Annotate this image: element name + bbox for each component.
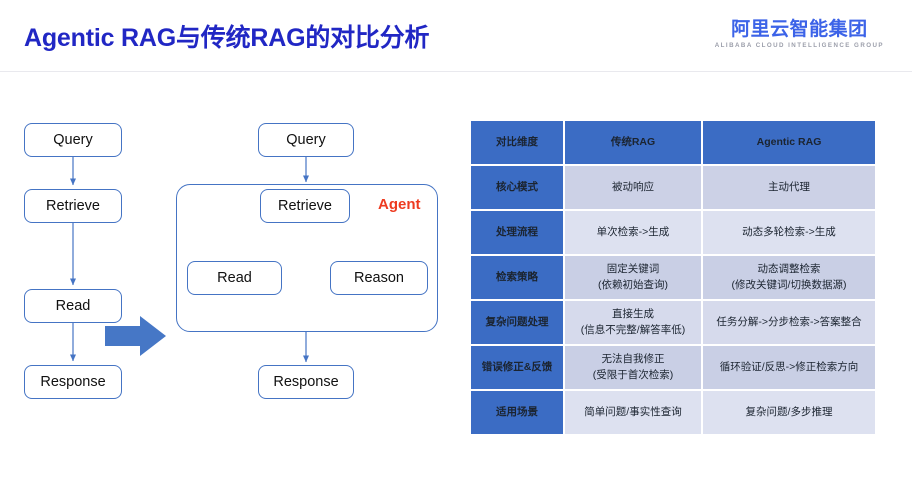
node-label: Retrieve	[278, 198, 332, 214]
cell-line: (修改关键词/切换数据源)	[731, 278, 847, 291]
cell-line: 被动响应	[612, 180, 654, 193]
agent-container	[176, 184, 438, 332]
node-agentic-retrieve[interactable]: Retrieve	[260, 189, 350, 223]
table-row: 复杂问题处理 直接生成 (信息不完整/解答率低) 任务分解->分步检索->答案整合	[471, 301, 875, 344]
page-title: Agentic RAG与传统RAG的对比分析	[24, 24, 430, 52]
flowchart-diagram: Query Retrieve Read Response Query Agent…	[0, 86, 460, 446]
node-traditional-response[interactable]: Response	[24, 365, 122, 399]
table-agentic-cell: 复杂问题/多步推理	[703, 391, 875, 434]
table-traditional-cell: 直接生成 (信息不完整/解答率低)	[565, 301, 701, 344]
table-dimension-cell: 检索策略	[471, 256, 563, 299]
cell-line: 复杂问题/多步推理	[745, 405, 833, 418]
table-dimension-cell: 适用场景	[471, 391, 563, 434]
table-header-cell: 对比维度	[471, 121, 563, 164]
table-agentic-cell: 循环验证/反思->修正检索方向	[703, 346, 875, 389]
table-row: 处理流程 单次检索->生成 动态多轮检索->生成	[471, 211, 875, 254]
table-header-cell: 传统RAG	[565, 121, 701, 164]
table-agentic-cell: 主动代理	[703, 166, 875, 209]
table-traditional-cell: 单次检索->生成	[565, 211, 701, 254]
node-traditional-query[interactable]: Query	[24, 123, 122, 157]
cell-line: (受限于首次检索)	[592, 368, 674, 381]
agent-label: Agent	[378, 196, 421, 213]
cell-line: (信息不完整/解答率低)	[580, 323, 686, 336]
node-traditional-retrieve[interactable]: Retrieve	[24, 189, 122, 223]
node-traditional-read[interactable]: Read	[24, 289, 122, 323]
cell-line: 固定关键词	[606, 263, 660, 276]
node-label: Reason	[354, 270, 404, 286]
table-traditional-cell: 固定关键词 (依赖初始查询)	[565, 256, 701, 299]
node-agentic-response[interactable]: Response	[258, 365, 354, 399]
table-dimension-cell: 处理流程	[471, 211, 563, 254]
alibaba-cloud-logo: 阿里云智能集团 ALIBABA CLOUD INTELLIGENCE GROUP	[715, 20, 884, 49]
table-row: 核心模式 被动响应 主动代理	[471, 166, 875, 209]
cell-line: 主动代理	[768, 180, 810, 193]
table-agentic-cell: 动态多轮检索->生成	[703, 211, 875, 254]
table-agentic-cell: 动态调整检索 (修改关键词/切换数据源)	[703, 256, 875, 299]
node-agentic-read[interactable]: Read	[187, 261, 282, 295]
table-row: 错误修正&反馈 无法自我修正 (受限于首次检索) 循环验证/反思->修正检索方向	[471, 346, 875, 389]
page-header: Agentic RAG与传统RAG的对比分析 阿里云智能集团 ALIBABA C…	[0, 0, 912, 72]
cell-line: (依赖初始查询)	[598, 278, 668, 291]
cell-line: 动态多轮检索->生成	[742, 225, 836, 238]
table-header-cell: Agentic RAG	[703, 121, 875, 164]
node-label: Read	[217, 270, 252, 286]
table-agentic-cell: 任务分解->分步检索->答案整合	[703, 301, 875, 344]
table-dimension-cell: 错误修正&反馈	[471, 346, 563, 389]
node-label: Query	[286, 132, 326, 148]
node-agentic-reason[interactable]: Reason	[330, 261, 428, 295]
logo-chinese-text: 阿里云智能集团	[731, 19, 868, 40]
cell-line: 简单问题/事实性查询	[584, 405, 682, 418]
node-label: Retrieve	[46, 198, 100, 214]
cell-line: 直接生成	[612, 308, 654, 321]
node-label: Response	[273, 374, 339, 390]
header-divider	[0, 71, 912, 72]
table-row: 检索策略 固定关键词 (依赖初始查询) 动态调整检索 (修改关键词/切换数据源)	[471, 256, 875, 299]
cell-line: 动态调整检索	[757, 263, 821, 276]
table-traditional-cell: 被动响应	[565, 166, 701, 209]
table-dimension-cell: 复杂问题处理	[471, 301, 563, 344]
node-agentic-query[interactable]: Query	[258, 123, 354, 157]
table-traditional-cell: 无法自我修正 (受限于首次检索)	[565, 346, 701, 389]
cell-line: 任务分解->分步检索->答案整合	[716, 315, 862, 328]
table-row: 适用场景 简单问题/事实性查询 复杂问题/多步推理	[471, 391, 875, 434]
node-label: Query	[53, 132, 93, 148]
cell-line: 循环验证/反思->修正检索方向	[719, 360, 859, 373]
node-label: Read	[55, 298, 91, 314]
node-label: Response	[40, 374, 106, 390]
cell-line: 无法自我修正	[601, 353, 665, 366]
table-traditional-cell: 简单问题/事实性查询	[565, 391, 701, 434]
logo-english-text: ALIBABA CLOUD INTELLIGENCE GROUP	[714, 42, 884, 49]
table-dimension-cell: 核心模式	[471, 166, 563, 209]
cell-line: 单次检索->生成	[596, 225, 670, 238]
